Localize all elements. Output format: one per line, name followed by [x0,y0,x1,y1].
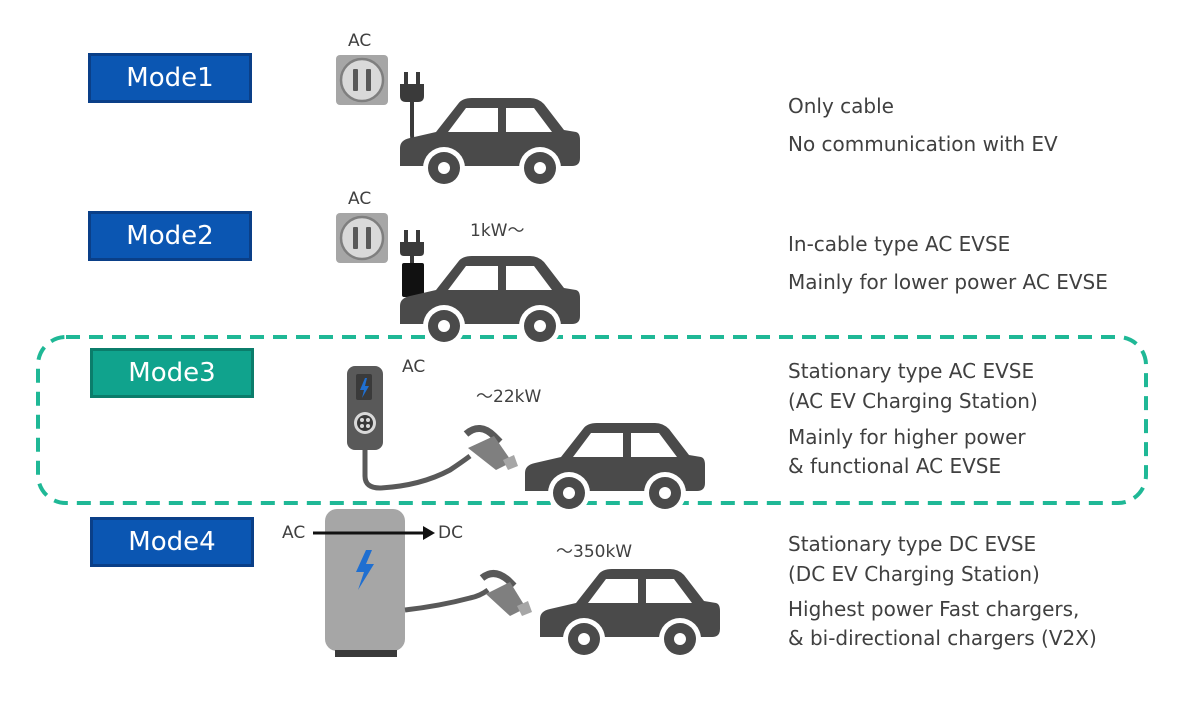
mode4-desc-line: Stationary type DC EVSE [788,532,1037,556]
mode3-cable-icon [362,425,518,491]
mode3-car-icon [525,423,705,514]
mode3-desc-line: Mainly for higher power [788,425,1026,449]
mode4-ac-label: AC [282,523,306,543]
mode4-badge: Mode4 [90,517,254,567]
mode3-power-label: ～22kW [476,387,542,407]
mode3-desc-line: & functional AC EVSE [788,454,1002,478]
mode3-ac-label: AC [402,357,426,377]
mode2-desc-line: Mainly for lower power AC EVSE [788,270,1108,294]
mode2-car-icon [400,256,580,347]
mode2-badge: Mode2 [88,211,252,261]
ac-to-dc-arrow [313,526,435,540]
mode1-desc-line: Only cable [788,94,894,118]
mode4-car-icon [540,569,720,660]
mode3-desc-line: (AC EV Charging Station) [788,389,1038,413]
mode3-wallbox-icon [347,366,383,450]
mode3-desc-line: Stationary type AC EVSE [788,359,1035,383]
mode4-dc-label: DC [438,523,463,543]
mode1-ac-label: AC [348,31,372,51]
mode4-desc-line: & bi-directional chargers (V2X) [788,626,1097,650]
mode2-desc-line: In-cable type AC EVSE [788,232,1011,256]
mode4-power-label: ～350kW [556,542,633,562]
mode4-cable-icon [404,570,532,616]
mode2-plug-icon [400,230,424,264]
mode4-dc-charger-icon [325,509,405,657]
mode2-power-label: 1kW～ [470,221,525,241]
mode3-badge: Mode3 [90,348,254,398]
mode1-socket-icon [334,53,390,107]
mode1-desc-line: No communication with EV [788,132,1058,156]
mode4-desc-line: (DC EV Charging Station) [788,562,1040,586]
mode3-highlight-frame [36,335,1148,505]
mode1-badge: Mode1 [88,53,252,103]
mode2-ac-label: AC [348,189,372,209]
mode1-car-icon [400,98,580,189]
mode2-socket-icon [334,211,390,265]
mode4-desc-line: Highest power Fast chargers, [788,597,1080,621]
